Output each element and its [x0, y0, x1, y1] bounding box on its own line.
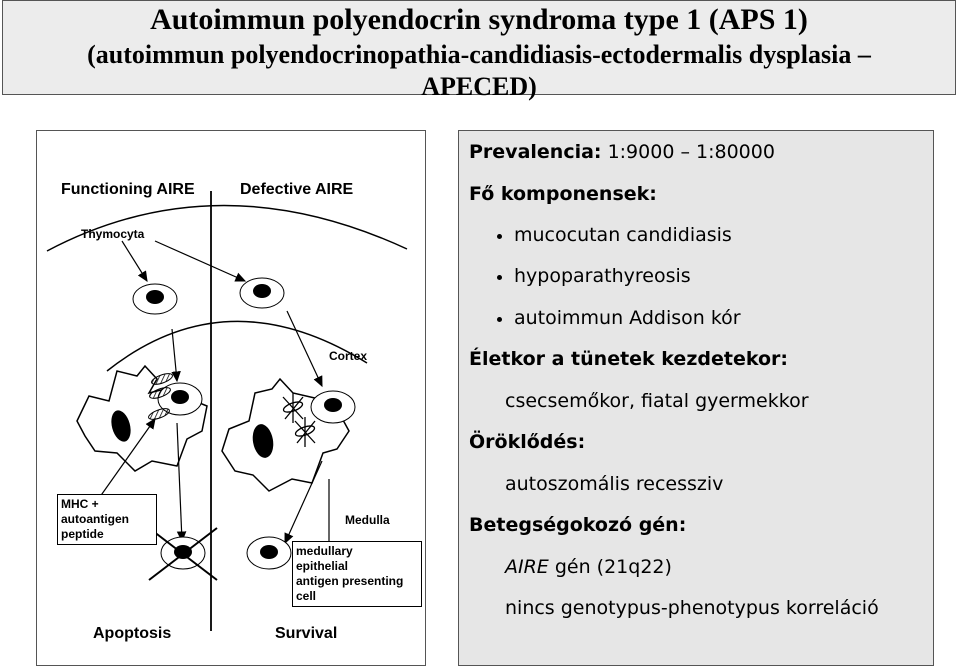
right-bound-thymocyte [310, 390, 356, 424]
eletkor-value: csecsemőkor, fiatal gyermekkor [505, 390, 809, 412]
mhc-hatched-2 [149, 387, 171, 399]
bullet-3 [497, 317, 502, 322]
mhc-hatched-3 [148, 408, 170, 420]
aire-diagram: Functioning AIRE Defective AIRE Thymocyt… [36, 130, 426, 666]
bullet-2 [497, 275, 502, 280]
medulla-boundary-arc [106, 320, 368, 372]
gen-name: AIRE [505, 556, 549, 578]
cortex-label: Cortex [329, 349, 368, 363]
blocked-mhc-1 [282, 393, 304, 423]
title-line-3: APECED) [421, 72, 537, 101]
title-box: Autoimmun polyendocrin syndroma type 1 (… [2, 0, 956, 101]
functioning-aire-label: Functioning AIRE [61, 181, 195, 198]
surviving-thymocyte [246, 536, 292, 570]
komponensek-label: Fő komponensek: [469, 183, 657, 205]
apoptotic-thymocyte [148, 527, 218, 581]
cortex-thymocyte-left [132, 283, 178, 315]
diagram-graphics [46, 191, 408, 631]
oroklodes-value: autoszomális recessziv [505, 473, 724, 495]
apoptosis-label: Apoptosis [93, 625, 172, 642]
thymocyta-label: Thymocyta [81, 227, 145, 241]
komponens-item-1: mucocutan candidiasis [514, 224, 732, 246]
survival-label: Survival [275, 625, 338, 642]
komponens-item-2: hypoparathyreosis [514, 265, 691, 287]
gen-value: gén (21q22) [548, 556, 672, 578]
cortex-boundary-arc [46, 204, 408, 252]
bullet-1 [497, 234, 502, 239]
komponens-item-3: autoimmun Addison kór [514, 307, 741, 329]
cortex-thymocyte-right [239, 277, 285, 309]
left-epithelial-cell [76, 364, 208, 472]
korrelacio-text: nincs genotypus-phenotypus korreláció [505, 597, 879, 619]
prevalencia-row: Prevalencia: 1:9000 – 1:80000 [469, 141, 775, 163]
title-line-2: (autoimmun polyendocrinopathia-candidias… [87, 40, 871, 69]
blocked-mhc-2 [294, 417, 316, 447]
info-panel: Prevalencia: 1:9000 – 1:80000 Fő kompone… [458, 130, 934, 666]
right-cell-nucleus [252, 424, 274, 458]
left-cell-nucleus [111, 410, 131, 442]
gen-label: Betegségokozó gén: [469, 514, 687, 536]
oroklodes-label: Öröklődés: [469, 431, 586, 453]
mhc-hatched-1 [151, 373, 173, 385]
eletkor-label: Életkor a tünetek kezdetekor: [469, 348, 788, 370]
medullary-cell-label: medullary epithelial antigen presenting … [292, 541, 422, 607]
gen-row: AIRE gén (21q22) [505, 556, 672, 578]
prevalencia-label: Prevalencia: [469, 141, 602, 163]
prevalencia-value: 1:9000 – 1:80000 [607, 141, 775, 163]
medulla-label: Medulla [345, 513, 390, 527]
mhc-autoantigen-label: MHC + autoantigen peptide [57, 494, 157, 545]
defective-aire-label: Defective AIRE [240, 181, 354, 198]
title-line-1: Autoimmun polyendocrin syndroma type 1 (… [150, 3, 808, 36]
